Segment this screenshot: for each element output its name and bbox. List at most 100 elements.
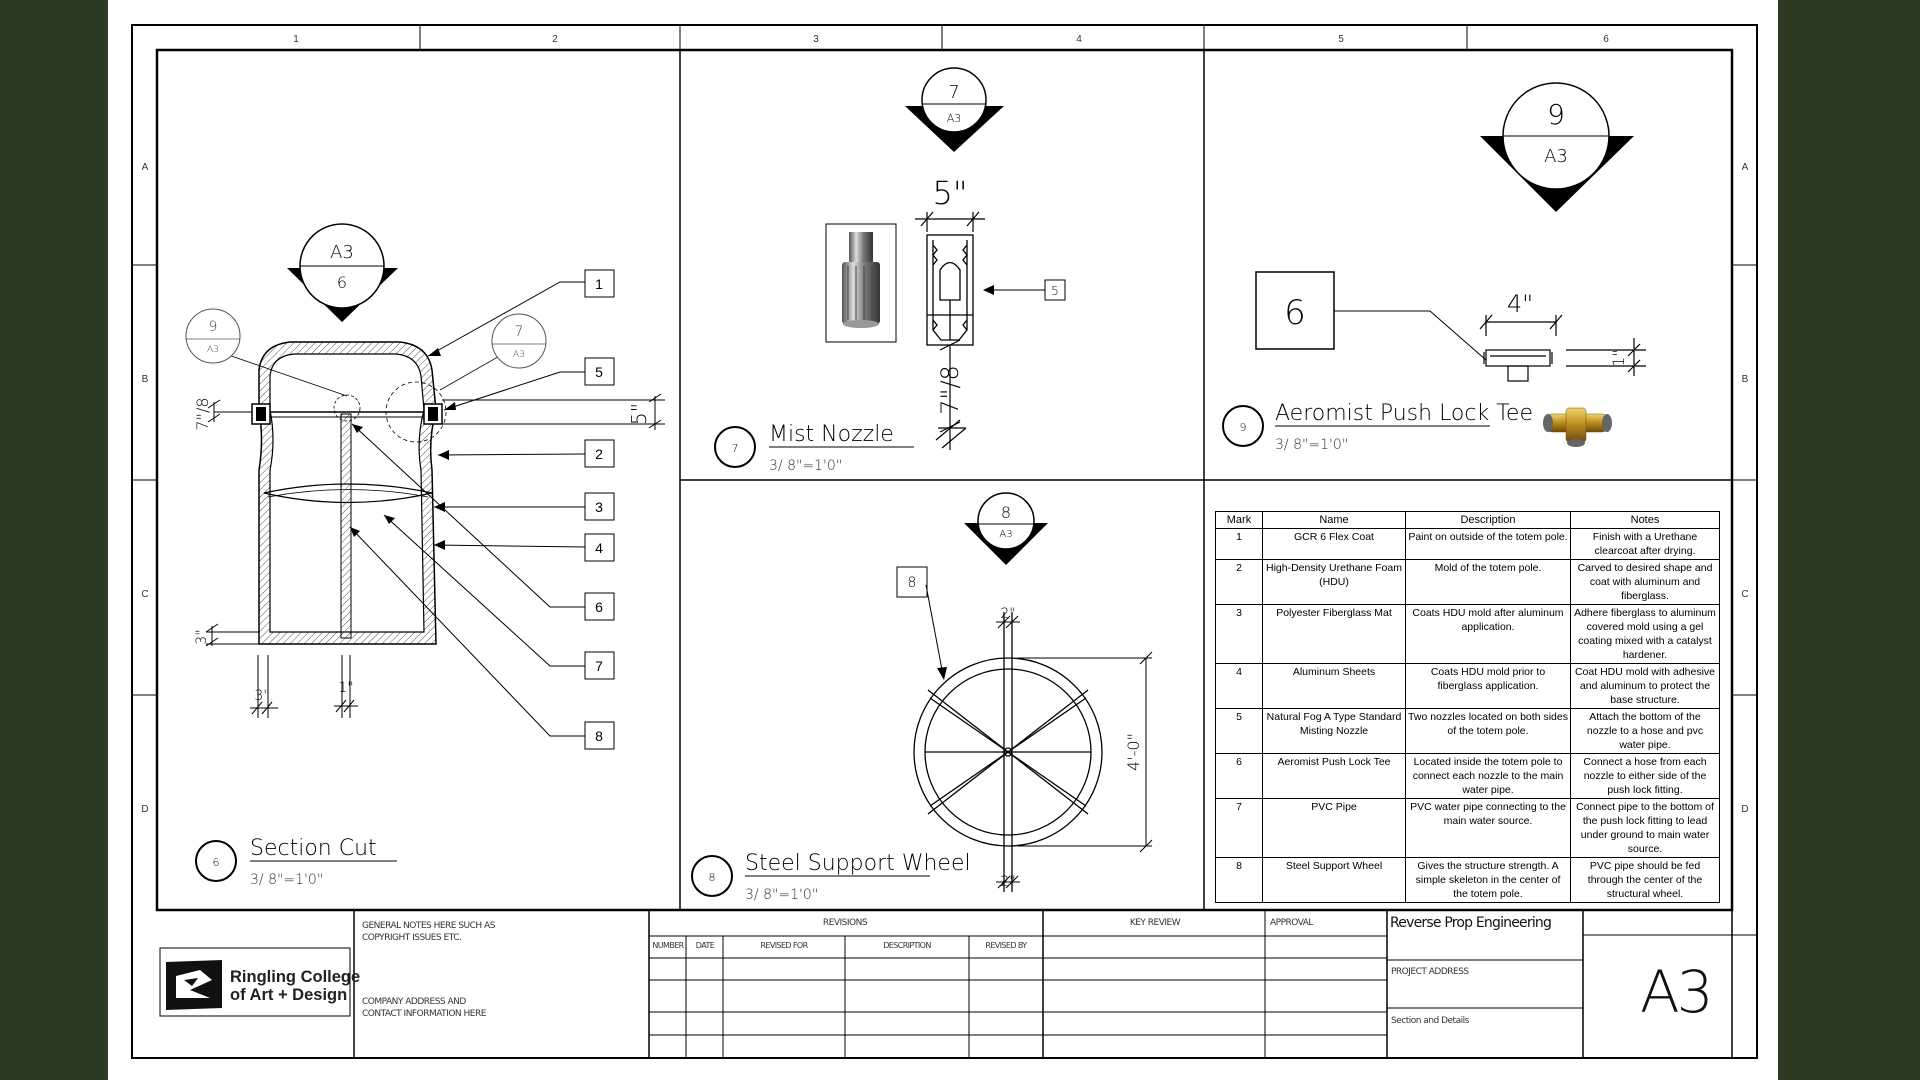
view-scale: 3/ 8"=1'0"	[769, 458, 842, 474]
table-cell: PVC pipe should be fed through the cente…	[1570, 857, 1720, 903]
dim-label: 2"	[1000, 874, 1015, 890]
table-header-row: Mark Name Description Notes	[1215, 511, 1720, 529]
grid-col-label: 1	[293, 34, 299, 45]
college-name-line1: Ringling College	[230, 968, 361, 986]
table-cell: Coats HDU mold prior to fiberglass appli…	[1405, 663, 1571, 709]
key-review-label: KEY REVIEW	[1129, 918, 1181, 928]
table-cell: Polyester Fiberglass Mat	[1262, 604, 1406, 664]
marker-sheet-ref: A3	[999, 529, 1012, 540]
view-scale: 3/ 8"=1'0"	[1275, 437, 1348, 453]
section-view-marker: A3 6	[287, 223, 398, 322]
nozzle-photo	[825, 223, 897, 343]
table-cell: PVC water pipe connecting to the main wa…	[1405, 798, 1571, 858]
rev-header: REVISED BY	[985, 941, 1027, 950]
table-cell: Connect pipe to the bottom of the push l…	[1570, 798, 1720, 858]
table-header: Notes	[1570, 511, 1720, 529]
tag-number: 5	[1051, 284, 1059, 298]
mist-nozzle-view: 7 A3 5	[714, 67, 1066, 474]
tag-number: 8	[595, 728, 603, 744]
dim-label: 7"/8	[936, 365, 964, 415]
table-cell: 2	[1215, 559, 1263, 605]
table-cell: 4	[1215, 663, 1263, 709]
tag-number: 8	[908, 575, 917, 591]
title-block-grid	[159, 910, 1757, 1058]
dim-label: 5"	[627, 403, 651, 425]
title-view-number: 7	[732, 442, 739, 455]
table-cell: Two nozzles located on both sides of the…	[1405, 708, 1571, 754]
table-cell: Connect a hose from each nozzle to eithe…	[1570, 753, 1720, 799]
table-cell: Attach the bottom of the nozzle to a hos…	[1570, 708, 1720, 754]
grid-row-label: C	[1741, 589, 1748, 600]
sheet-title: Section and Details	[1391, 1016, 1469, 1026]
dim-label: 1"	[338, 680, 353, 696]
table-cell: Gives the structure strength. A simple s…	[1405, 857, 1571, 903]
marker-sheet-ref: A3	[947, 112, 962, 125]
tag-number: 1	[595, 276, 603, 292]
tag-number: 7	[595, 658, 603, 674]
table-header: Description	[1405, 511, 1571, 529]
view-scale: 3/ 8"=1'0"	[250, 872, 323, 888]
table-cell: GCR 6 Flex Coat	[1262, 528, 1406, 560]
steel-wheel-view: 8 A3 8 4'-0" 2" 2" 8	[691, 492, 1153, 903]
view-title: Steel Support Wheel	[745, 851, 971, 876]
grid-col-label: 6	[1603, 34, 1609, 45]
detail-callout-left: 9 A3	[185, 308, 241, 364]
dim-label: 4'-0"	[1124, 733, 1143, 771]
table-cell: Paint on outside of the totem pole.	[1405, 528, 1571, 560]
table-cell: 3	[1215, 604, 1263, 664]
table-cell: Aeromist Push Lock Tee	[1262, 753, 1406, 799]
table-cell: 5	[1215, 708, 1263, 754]
title-view-number: 9	[1240, 421, 1247, 434]
company-address: COMPANY ADDRESS AND CONTACT INFORMATION …	[362, 997, 486, 1019]
view-title: Mist Nozzle	[769, 422, 894, 447]
wheel-drawing	[913, 612, 1103, 892]
tag-number: 5	[595, 364, 603, 380]
aeromist-tee-view: 9 A3 6 4" 1" 9	[1222, 82, 1646, 453]
tag-number: 4	[595, 540, 603, 556]
table-cell: Coats HDU mold after aluminum applicatio…	[1405, 604, 1571, 664]
marker-view-number: 9	[1547, 98, 1565, 131]
support-wheel-section	[263, 483, 433, 504]
table-cell: Carved to desired shape and coat with al…	[1570, 559, 1720, 605]
tag-number: 3	[595, 499, 603, 515]
table-cell: Steel Support Wheel	[1262, 857, 1406, 903]
nozzle-drawing	[926, 234, 974, 346]
marker-view-number: 6	[337, 273, 347, 292]
grid-row-label: A	[142, 162, 149, 173]
callout-number: 7	[515, 324, 524, 340]
tee-title: 9 Aeromist Push Lock Tee 3/ 8"=1'0"	[1222, 401, 1533, 453]
table-cell: Natural Fog A Type Standard Misting Nozz…	[1262, 708, 1406, 754]
sheet-number: A3	[1640, 958, 1714, 1026]
revisions-label: REVISIONS	[822, 918, 868, 928]
grid-col-label: 2	[552, 34, 558, 45]
sheet-border	[131, 24, 1758, 1059]
grid-col-label: 3	[813, 34, 819, 45]
callout-number: 9	[209, 319, 218, 335]
table-cell: 8	[1215, 857, 1263, 903]
view-title: Section Cut	[250, 836, 377, 861]
marker-sheet-ref: A3	[1544, 146, 1568, 167]
wheel-view-marker: 8 A3	[964, 492, 1048, 565]
marker-view-number: 8	[1001, 503, 1011, 522]
wheel-title: 8 Steel Support Wheel 3/ 8"=1'0"	[691, 851, 971, 903]
table-cell: PVC Pipe	[1262, 798, 1406, 858]
table-cell: Aluminum Sheets	[1262, 663, 1406, 709]
college-name: Ringling College of Art + Design	[230, 968, 360, 1004]
grid-labels: 1 2 3 4 5 6 A B C D A B C D	[141, 34, 1748, 815]
grid-col-label: 4	[1076, 34, 1082, 45]
tag-number: 2	[595, 446, 603, 462]
rev-header: DESCRIPTION	[883, 941, 931, 950]
table-header: Name	[1262, 511, 1406, 529]
tee-drawing	[1483, 349, 1553, 382]
rev-header: NUMBER	[652, 941, 684, 950]
grid-row-label: C	[141, 589, 148, 600]
